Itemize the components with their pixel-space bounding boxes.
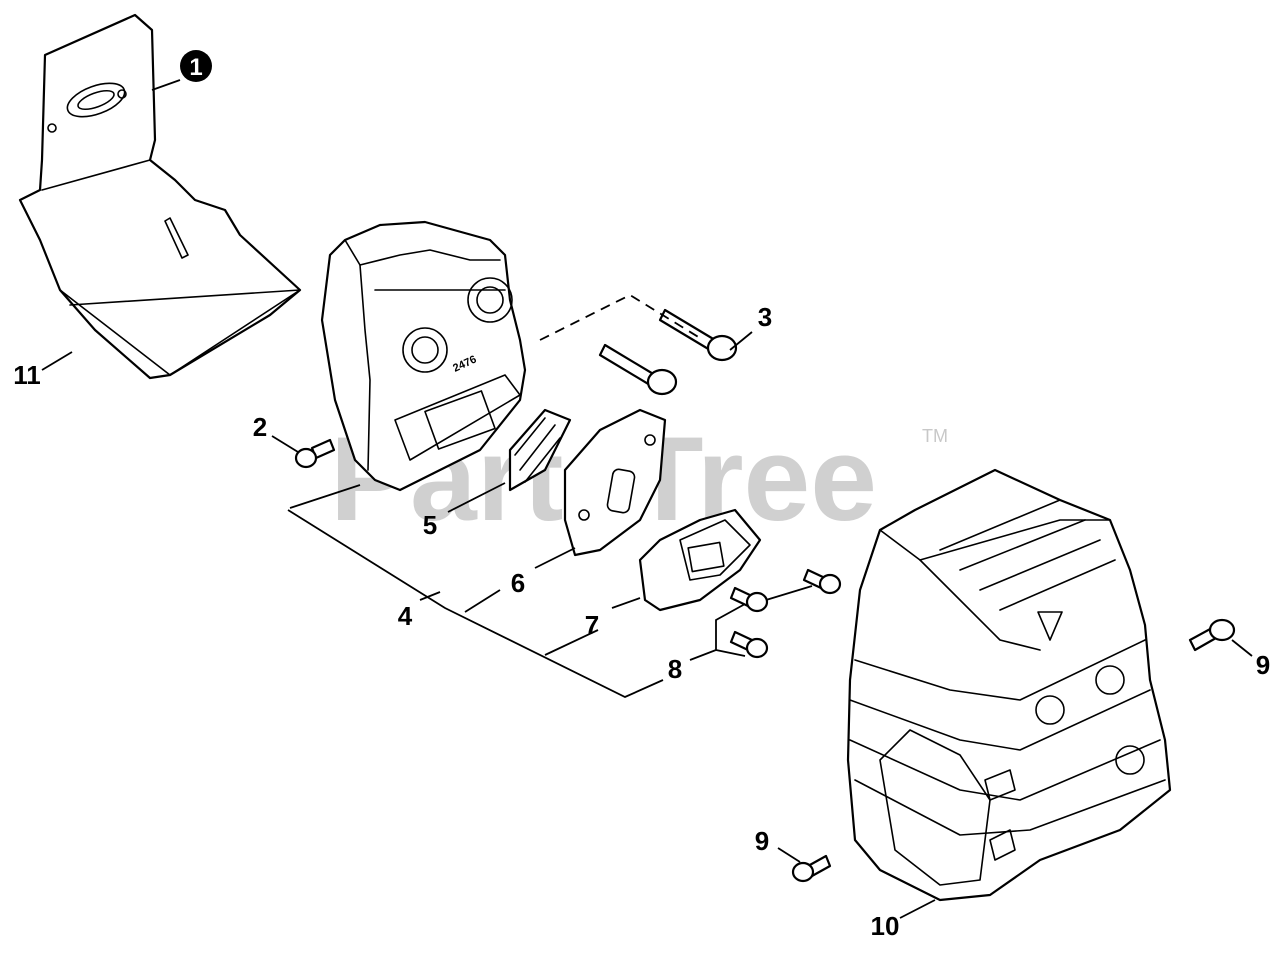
muffler-bolt-upper[interactable] xyxy=(658,308,738,362)
exhaust-deflector[interactable] xyxy=(638,508,762,612)
muffler-gasket[interactable] xyxy=(563,408,667,557)
callout-11[interactable]: 11 xyxy=(13,360,41,390)
callout-labels: 1 2 3 4 5 6 7 8 9 9 10 11 xyxy=(13,50,1270,941)
screw-2[interactable] xyxy=(294,438,336,469)
callout-2[interactable]: 2 xyxy=(253,412,267,442)
screw-9-bottom[interactable] xyxy=(791,854,832,883)
callout-10[interactable]: 10 xyxy=(871,911,900,941)
screw-8-extra[interactable] xyxy=(802,568,842,595)
callout-6[interactable]: 6 xyxy=(511,568,525,598)
callout-5[interactable]: 5 xyxy=(423,510,437,540)
muffler-body[interactable]: 2476 xyxy=(320,220,527,492)
callout-9-right[interactable]: 9 xyxy=(1256,650,1270,680)
callout-7[interactable]: 7 xyxy=(585,610,599,640)
callout-8[interactable]: 8 xyxy=(668,654,682,684)
leader-lines xyxy=(41,79,1253,919)
callout-4[interactable]: 4 xyxy=(398,601,413,631)
screw-8-upper[interactable] xyxy=(729,586,769,613)
heat-shield-plate[interactable] xyxy=(18,13,302,380)
muffler-cover[interactable] xyxy=(846,468,1172,902)
callout-3[interactable]: 3 xyxy=(758,302,772,332)
callout-9-bottom[interactable]: 9 xyxy=(755,826,769,856)
screw-8-lower[interactable] xyxy=(729,630,769,659)
callout-1[interactable]: 1 xyxy=(189,54,202,81)
callout-1-badge xyxy=(180,50,212,82)
spark-arrestor-screen[interactable] xyxy=(508,408,572,492)
muffler-bolt-lower[interactable] xyxy=(598,343,678,396)
screw-9-right[interactable] xyxy=(1188,618,1236,652)
watermark-trademark: TM xyxy=(922,426,948,446)
